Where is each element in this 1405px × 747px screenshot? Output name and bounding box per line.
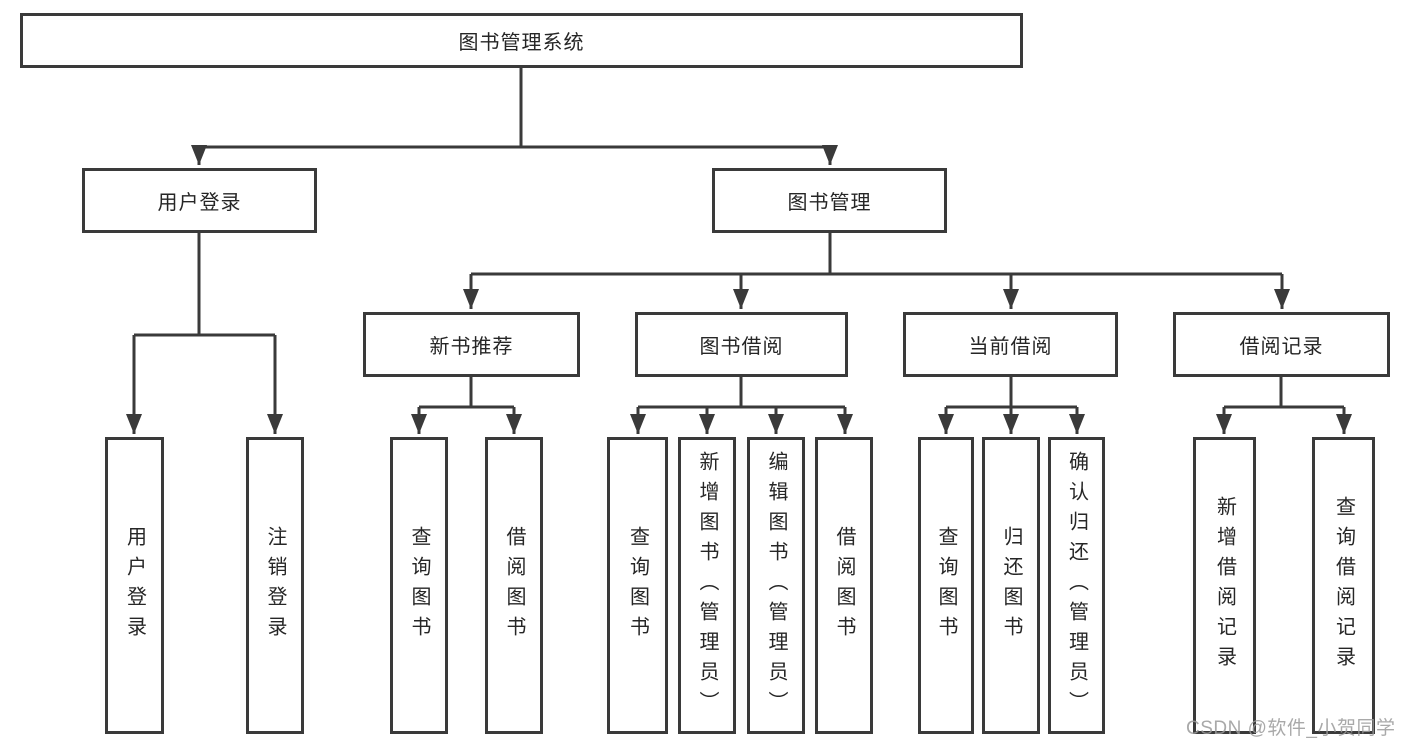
node-borrow-records-label: 借阅记录: [1239, 336, 1324, 358]
leaf-query-book-2: 查询图书: [607, 437, 668, 734]
leaf-query-book-3: 查询图书: [918, 437, 974, 734]
leaf-borrow-book-1-label: 借阅图书: [503, 525, 525, 646]
leaf-return-book: 归还图书: [982, 437, 1040, 734]
node-new-book-recommend: 新书推荐: [363, 312, 580, 377]
leaf-user-login-label: 用户登录: [123, 525, 146, 646]
node-root-label: 图书管理系统: [458, 32, 585, 54]
leaf-query-book-1-label: 查询图书: [408, 525, 430, 646]
node-book-borrow-label: 图书借阅: [699, 336, 784, 358]
leaf-user-login: 用户登录: [105, 437, 164, 734]
leaf-borrow-book-1: 借阅图书: [485, 437, 543, 734]
leaf-add-book-admin-label: 新增图书（管理员）: [696, 450, 718, 721]
leaf-query-borrow-record: 查询借阅记录: [1312, 437, 1375, 734]
node-current-borrow-label: 当前借阅: [968, 336, 1053, 358]
leaf-logout-label: 注销登录: [264, 525, 286, 646]
node-book-management: 图书管理: [712, 168, 947, 233]
node-user-login: 用户登录: [82, 168, 317, 233]
leaf-query-book-3-label: 查询图书: [935, 525, 957, 646]
leaf-confirm-return-admin: 确认归还（管理员）: [1048, 437, 1105, 734]
leaf-borrow-book-2-label: 借阅图书: [833, 525, 855, 646]
leaf-query-book-1: 查询图书: [390, 437, 448, 734]
node-borrow-records: 借阅记录: [1173, 312, 1390, 377]
leaf-query-book-2-label: 查询图书: [626, 525, 649, 646]
leaf-borrow-book-2: 借阅图书: [815, 437, 873, 734]
leaf-logout: 注销登录: [246, 437, 304, 734]
leaf-add-borrow-record-label: 新增借阅记录: [1213, 495, 1236, 676]
node-book-management-label: 图书管理: [787, 192, 872, 214]
node-current-borrow: 当前借阅: [903, 312, 1118, 377]
leaf-edit-book-admin-label: 编辑图书（管理员）: [765, 450, 787, 721]
node-new-book-recommend-label: 新书推荐: [429, 336, 514, 358]
leaf-return-book-label: 归还图书: [1000, 525, 1022, 646]
leaf-query-borrow-record-label: 查询借阅记录: [1332, 495, 1355, 676]
node-root: 图书管理系统: [20, 13, 1023, 68]
leaf-add-book-admin: 新增图书（管理员）: [678, 437, 736, 734]
leaf-confirm-return-admin-label: 确认归还（管理员）: [1065, 450, 1088, 721]
leaf-edit-book-admin: 编辑图书（管理员）: [747, 437, 805, 734]
leaf-add-borrow-record: 新增借阅记录: [1193, 437, 1256, 734]
node-user-login-label: 用户登录: [157, 192, 242, 214]
node-book-borrow: 图书借阅: [635, 312, 848, 377]
